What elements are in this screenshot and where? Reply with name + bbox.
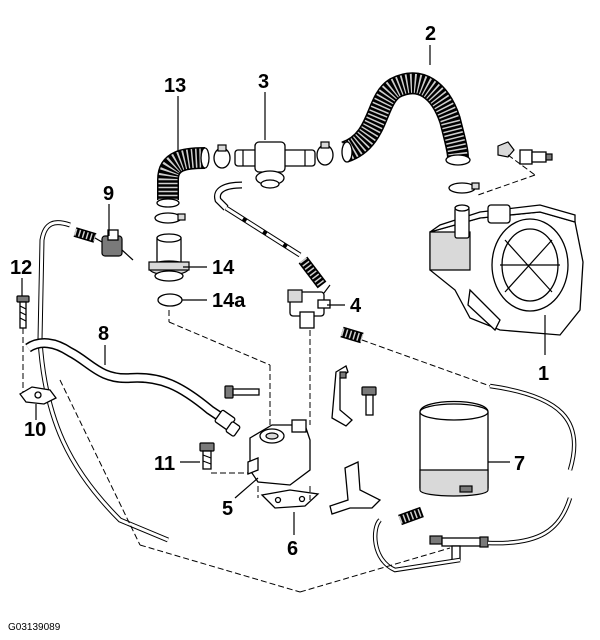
solenoid-valve-part-4 bbox=[287, 284, 331, 329]
bracket-upper bbox=[331, 365, 353, 427]
small-fitting-near-pump bbox=[497, 141, 553, 165]
gasket-part-10 bbox=[19, 386, 57, 405]
small-hose-lower bbox=[398, 506, 424, 526]
bracket-lower bbox=[329, 461, 382, 515]
hose-clamp-top-right bbox=[316, 141, 334, 166]
hose-part-13 bbox=[156, 147, 210, 208]
air-pipe-part-8 bbox=[25, 338, 241, 437]
callout-9: 9 bbox=[103, 183, 114, 205]
callout-7: 7 bbox=[514, 453, 525, 475]
callout-12: 12 bbox=[10, 257, 32, 279]
hose-clamp-top-left bbox=[213, 144, 231, 169]
injection-valve-part-5 bbox=[247, 419, 311, 486]
connector-pipe-part-14 bbox=[148, 233, 190, 282]
bolt-upper-left bbox=[224, 385, 260, 399]
document-id: G03139089 bbox=[8, 622, 61, 633]
callout-3: 3 bbox=[258, 71, 269, 93]
valve-part-3 bbox=[234, 141, 316, 189]
o-ring-part-14a bbox=[157, 293, 183, 307]
short-hose-near-4 bbox=[298, 256, 327, 289]
callout-10: 10 bbox=[24, 419, 46, 441]
check-valve-part-9 bbox=[73, 227, 134, 261]
tee-connector bbox=[429, 535, 489, 561]
callout-2: 2 bbox=[425, 23, 436, 45]
callout-14: 14 bbox=[212, 257, 235, 279]
small-hose-near-4 bbox=[340, 326, 364, 344]
callout-8: 8 bbox=[98, 323, 109, 345]
air-pump-part-1 bbox=[429, 204, 584, 336]
callout-4: 4 bbox=[350, 295, 362, 317]
callout-6: 6 bbox=[287, 538, 298, 560]
callout-11: 11 bbox=[154, 453, 175, 475]
callout-1: 1 bbox=[538, 363, 549, 385]
hose-part-2 bbox=[340, 72, 471, 166]
bolt-part-11 bbox=[199, 442, 215, 470]
callout-13: 13 bbox=[164, 75, 186, 97]
bolt-upper-right bbox=[361, 386, 377, 416]
bolt-part-12 bbox=[16, 295, 30, 329]
canister-part-7 bbox=[419, 400, 489, 497]
callout-14a: 14a bbox=[212, 290, 246, 312]
hose-clamp-pump bbox=[448, 182, 480, 194]
hose-clamp-lower-left bbox=[154, 212, 186, 224]
callout-5: 5 bbox=[222, 498, 233, 520]
gasket-part-6 bbox=[260, 489, 320, 509]
